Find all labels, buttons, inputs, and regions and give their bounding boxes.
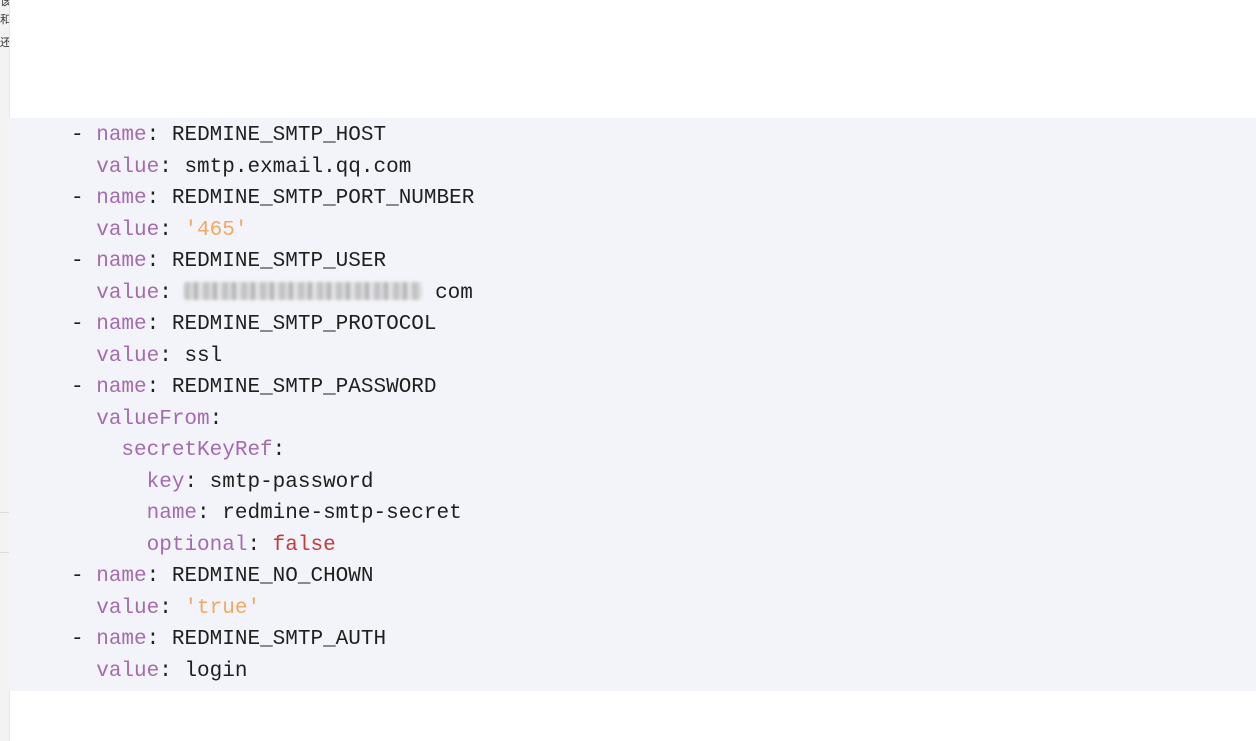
yaml-key: name bbox=[96, 565, 147, 588]
code-line: - name: REDMINE_SMTP_HOST bbox=[71, 120, 474, 152]
yaml-key: value bbox=[96, 155, 160, 179]
yaml-value: REDMINE_SMTP_PASSWORD bbox=[171, 376, 437, 399]
code-line: - name: REDMINE_NO_CHOWN bbox=[71, 561, 474, 593]
yaml-separator: : bbox=[272, 439, 286, 462]
code-indent bbox=[71, 156, 96, 179]
yaml-separator: : bbox=[146, 124, 172, 147]
list-dash: - bbox=[71, 376, 97, 399]
code-space bbox=[422, 282, 435, 305]
yaml-separator: : bbox=[146, 628, 172, 651]
yaml-separator: : bbox=[146, 565, 172, 588]
code-indent bbox=[71, 502, 147, 525]
code-indent bbox=[71, 219, 96, 242]
code-line: name: redmine-smtp-secret bbox=[71, 498, 474, 530]
yaml-separator: : bbox=[159, 218, 185, 242]
code-content: - name: REDMINE_SMTP_HOST value: smtp.ex… bbox=[71, 120, 474, 687]
yaml-key: name bbox=[96, 376, 147, 399]
code-line: value: smtp.exmail.qq.com bbox=[71, 152, 474, 184]
yaml-separator: : bbox=[184, 470, 210, 494]
list-dash: - bbox=[71, 628, 97, 651]
yaml-value: false bbox=[272, 533, 336, 557]
yaml-value: ssl bbox=[184, 344, 223, 368]
yaml-key: name bbox=[96, 124, 147, 147]
yaml-separator: : bbox=[146, 250, 172, 273]
code-line: key: smtp-password bbox=[71, 467, 474, 499]
redacted-email-blur bbox=[184, 281, 423, 300]
yaml-key: optional bbox=[146, 533, 248, 557]
yaml-separator: : bbox=[146, 376, 172, 399]
code-indent bbox=[71, 597, 96, 620]
code-line: valueFrom: bbox=[71, 404, 474, 436]
yaml-separator: : bbox=[197, 502, 223, 525]
code-line: value: com bbox=[71, 278, 474, 310]
sidebar-text-fragment: 和 bbox=[0, 14, 9, 25]
code-line: - name: REDMINE_SMTP_PORT_NUMBER bbox=[71, 183, 474, 215]
list-dash: - bbox=[71, 250, 97, 273]
yaml-key: value bbox=[96, 281, 160, 305]
yaml-separator: : bbox=[146, 187, 172, 210]
code-indent bbox=[71, 439, 121, 462]
yaml-key: name bbox=[96, 628, 147, 651]
yaml-value: REDMINE_SMTP_HOST bbox=[171, 124, 387, 147]
yaml-value: REDMINE_SMTP_PROTOCOL bbox=[171, 313, 437, 336]
yaml-separator: : bbox=[159, 155, 185, 179]
code-line: optional: false bbox=[71, 530, 474, 562]
yaml-separator: : bbox=[159, 344, 185, 368]
list-dash: - bbox=[71, 187, 97, 210]
code-indent bbox=[71, 282, 96, 305]
yaml-key: valueFrom bbox=[96, 407, 210, 431]
code-line: value: '465' bbox=[71, 215, 474, 247]
yaml-separator: : bbox=[159, 659, 185, 683]
yaml-value: com bbox=[435, 281, 473, 305]
yaml-code-block: - name: REDMINE_SMTP_HOST value: smtp.ex… bbox=[9, 118, 1256, 691]
code-line: - name: REDMINE_SMTP_PASSWORD bbox=[71, 372, 474, 404]
list-dash: - bbox=[71, 565, 97, 588]
yaml-key: secretKeyRef bbox=[121, 439, 273, 462]
yaml-value: redmine-smtp-secret bbox=[222, 502, 462, 525]
list-dash: - bbox=[71, 124, 97, 147]
yaml-key: value bbox=[96, 218, 160, 242]
sidebar-divider bbox=[0, 512, 9, 513]
code-indent bbox=[71, 345, 96, 368]
code-line: value: 'true' bbox=[71, 593, 474, 625]
yaml-separator: : bbox=[247, 533, 273, 557]
code-indent bbox=[71, 534, 147, 557]
yaml-separator: : bbox=[159, 281, 185, 305]
yaml-value: smtp-password bbox=[209, 470, 374, 494]
code-indent bbox=[71, 660, 96, 683]
code-line: - name: REDMINE_SMTP_AUTH bbox=[71, 624, 474, 656]
yaml-value: REDMINE_NO_CHOWN bbox=[171, 565, 374, 588]
list-dash: - bbox=[71, 313, 97, 336]
yaml-value: REDMINE_SMTP_PORT_NUMBER bbox=[171, 187, 475, 210]
yaml-key: name bbox=[146, 502, 198, 525]
yaml-key: value bbox=[96, 659, 160, 683]
yaml-separator: : bbox=[146, 313, 172, 336]
yaml-key: name bbox=[96, 187, 147, 210]
yaml-value: login bbox=[184, 659, 248, 683]
code-line: secretKeyRef: bbox=[71, 435, 474, 467]
yaml-key: key bbox=[146, 470, 185, 494]
yaml-key: name bbox=[96, 250, 147, 273]
yaml-key: value bbox=[96, 596, 160, 620]
code-line: - name: REDMINE_SMTP_USER bbox=[71, 246, 474, 278]
yaml-value: REDMINE_SMTP_USER bbox=[171, 250, 387, 273]
yaml-value: smtp.exmail.qq.com bbox=[184, 155, 412, 179]
yaml-key: value bbox=[96, 344, 160, 368]
sidebar-divider bbox=[0, 552, 9, 553]
code-line: value: login bbox=[71, 656, 474, 688]
sidebar-text-fragment: 还 bbox=[0, 37, 9, 48]
code-indent bbox=[71, 408, 96, 431]
code-indent bbox=[71, 471, 147, 494]
yaml-separator: : bbox=[159, 596, 185, 620]
yaml-value: 'true' bbox=[184, 596, 261, 620]
sidebar-text-fragment: 该 bbox=[0, 0, 9, 7]
yaml-value: REDMINE_SMTP_AUTH bbox=[171, 628, 387, 651]
code-line: - name: REDMINE_SMTP_PROTOCOL bbox=[71, 309, 474, 341]
code-line: value: ssl bbox=[71, 341, 474, 373]
yaml-separator: : bbox=[209, 407, 223, 431]
yaml-value: '465' bbox=[184, 218, 248, 242]
yaml-key: name bbox=[96, 313, 147, 336]
